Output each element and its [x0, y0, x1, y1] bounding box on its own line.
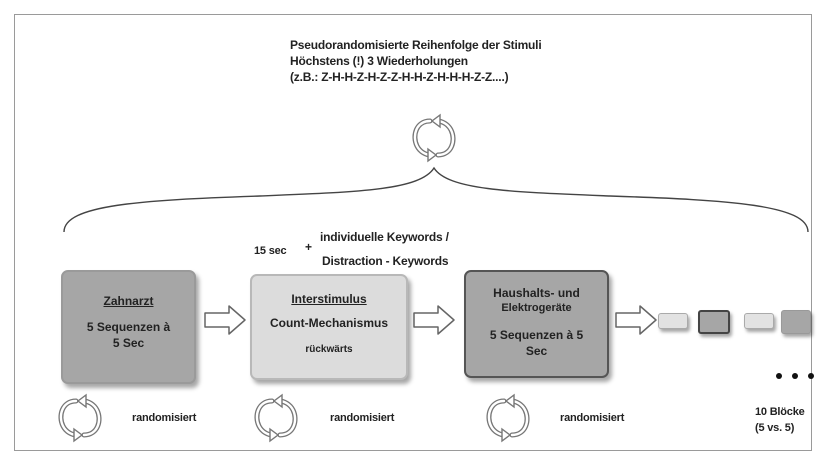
haushalt-title-2: Elektrogeräte	[501, 302, 572, 314]
mini-block-dark	[698, 310, 730, 334]
cycle-arrows-icon	[61, 395, 99, 441]
interstimulus-direction: rückwärts	[305, 344, 353, 355]
haushalt-duration: Sec	[525, 344, 548, 358]
randomisiert-label-3: randomisiert	[560, 412, 625, 424]
plus-sign: +	[305, 240, 312, 254]
interstimulus-title: Interstimulus	[291, 292, 367, 306]
title-line-2: Höchstens (!) 3 Wiederholungen	[290, 54, 468, 68]
ellipsis-dots	[776, 373, 820, 383]
randomisiert-label-1: randomisiert	[132, 412, 197, 424]
haushalt-title-1: Haushalts- und	[493, 286, 580, 300]
randomisiert-label-2: randomisiert	[330, 412, 395, 424]
diagram-frame	[14, 14, 812, 451]
zahnarzt-box: Zahnarzt 5 Sequenzen à 5 Sec	[61, 270, 196, 384]
zahnarzt-sequences: 5 Sequenzen à	[86, 320, 171, 334]
interstimulus-mechanism: Count-Mechanismus	[269, 316, 388, 330]
zahnarzt-duration: 5 Sec	[112, 336, 145, 350]
cycle-arrows-icon	[489, 395, 527, 441]
arrow-right-icon	[413, 305, 455, 335]
cycle-arrows-icon	[257, 395, 295, 441]
interstimulus-box: Interstimulus Count-Mechanismus rückwärt…	[250, 274, 408, 380]
keywords-line-1: individuelle Keywords /	[320, 230, 449, 244]
title-line-1: Pseudorandomisierte Reihenfolge der Stim…	[290, 38, 542, 52]
arrow-right-icon	[615, 305, 657, 335]
arrow-right-icon	[204, 305, 246, 335]
title-line-3: (z.B.: Z-H-H-Z-H-Z-Z-H-H-Z-H-H-H-Z-Z....…	[290, 70, 509, 84]
duration-label: 15 sec	[254, 245, 287, 257]
blocks-count: 10 Blöcke	[755, 406, 805, 418]
cycle-arrows-icon	[415, 115, 453, 161]
mini-block-dark	[781, 310, 811, 334]
haushalt-box: Haushalts- und Elektrogeräte 5 Sequenzen…	[464, 270, 609, 378]
curly-brace-icon	[63, 166, 809, 233]
keywords-line-2: Distraction - Keywords	[322, 254, 449, 268]
haushalt-sequences: 5 Sequenzen à 5	[489, 328, 584, 342]
blocks-split: (5 vs. 5)	[755, 422, 795, 434]
mini-block-light	[658, 313, 688, 329]
zahnarzt-title: Zahnarzt	[103, 294, 154, 308]
mini-block-light	[744, 313, 774, 329]
